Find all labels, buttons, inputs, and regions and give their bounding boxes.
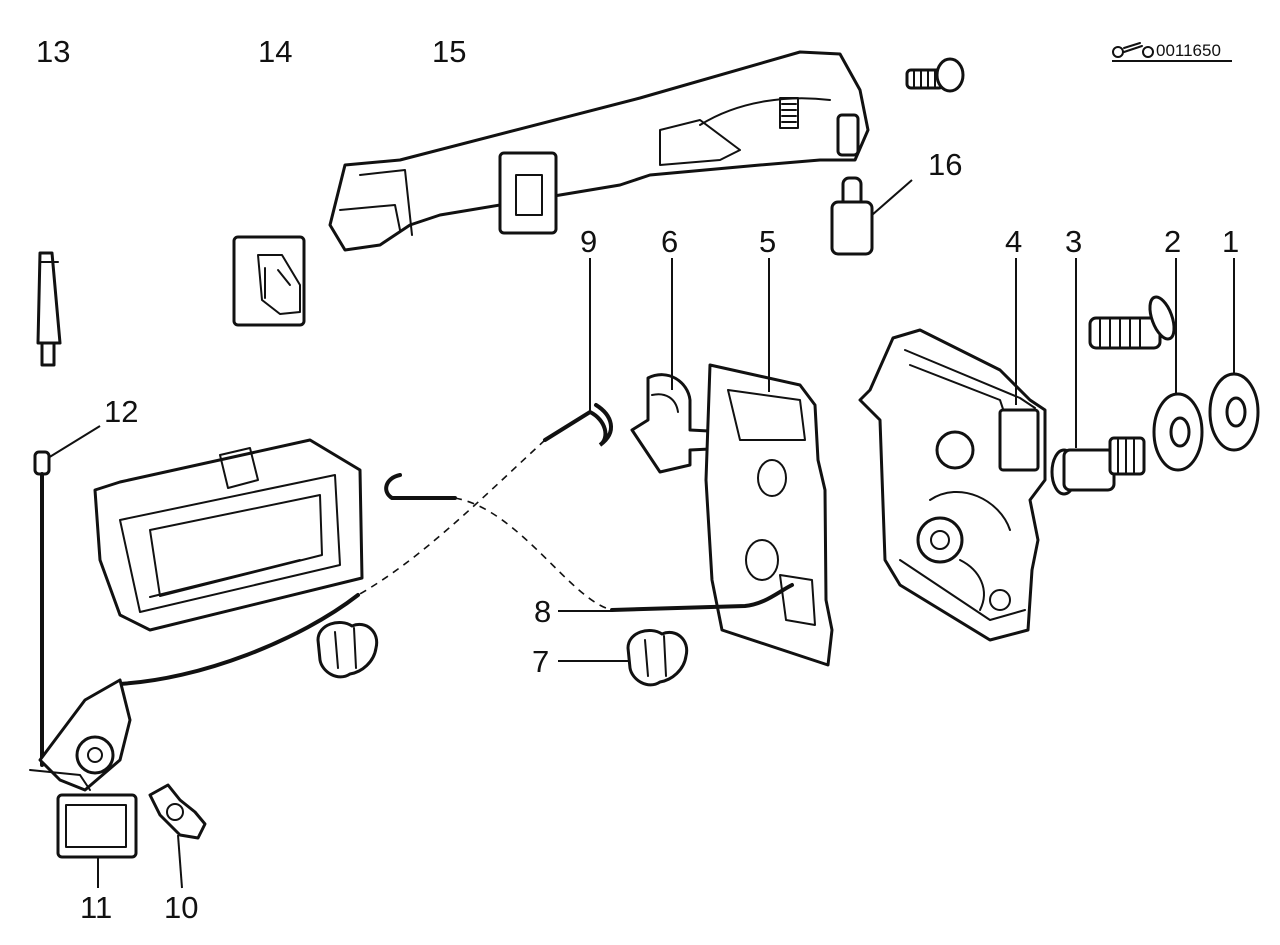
callout-labels: 13 14 15 16 1 2 3 4 5 6 9 12 8 7 11 10 xyxy=(36,34,1239,925)
guide-lines xyxy=(357,439,613,611)
part-9-rod xyxy=(543,403,613,447)
callout-15: 15 xyxy=(432,34,466,69)
rod-clip xyxy=(316,621,379,679)
callout-11: 11 xyxy=(80,890,112,925)
callout-7: 7 xyxy=(532,644,549,679)
reference-code: 0011650 xyxy=(1156,41,1221,60)
callout-14: 14 xyxy=(258,34,292,69)
callout-2: 2 xyxy=(1164,224,1181,259)
part-16-pin xyxy=(830,176,874,256)
callout-1: 1 xyxy=(1222,224,1239,259)
callout-12: 12 xyxy=(104,394,138,429)
camera-logo-icon xyxy=(1112,42,1154,58)
callout-9: 9 xyxy=(580,224,597,259)
callout-5: 5 xyxy=(759,224,776,259)
part-11-actuator xyxy=(29,678,138,859)
part-7-clip xyxy=(626,629,689,687)
callout-16: 16 xyxy=(928,147,962,182)
part-5-mounting-plate xyxy=(704,363,834,667)
callout-6: 6 xyxy=(661,224,678,259)
part-1-washer xyxy=(1208,372,1260,452)
interior-handle xyxy=(93,438,364,632)
handle-rod xyxy=(384,473,457,500)
part-6-lever xyxy=(630,373,732,474)
part-14-clip xyxy=(232,235,306,327)
callout-3: 3 xyxy=(1065,224,1082,259)
part-8-rod xyxy=(610,583,794,612)
lock-screw xyxy=(1088,295,1176,350)
callout-10: 10 xyxy=(164,890,198,925)
part-4-lock-mechanism xyxy=(858,328,1047,642)
part-15-exterior-handle xyxy=(328,50,870,252)
callout-4: 4 xyxy=(1005,224,1022,259)
part-13-lock-knob xyxy=(36,251,62,367)
callout-8: 8 xyxy=(534,594,551,629)
handle-screw xyxy=(905,57,965,93)
part-2-washer xyxy=(1152,392,1204,472)
part-12-vertical-rod xyxy=(33,450,51,767)
reference-mark: 0011650 xyxy=(1112,41,1232,62)
part-10-connector xyxy=(148,783,207,840)
linkage-rod xyxy=(116,593,360,686)
leader-lines xyxy=(47,179,1235,889)
callout-13: 13 xyxy=(36,34,70,69)
part-3-bolt xyxy=(1050,436,1146,496)
